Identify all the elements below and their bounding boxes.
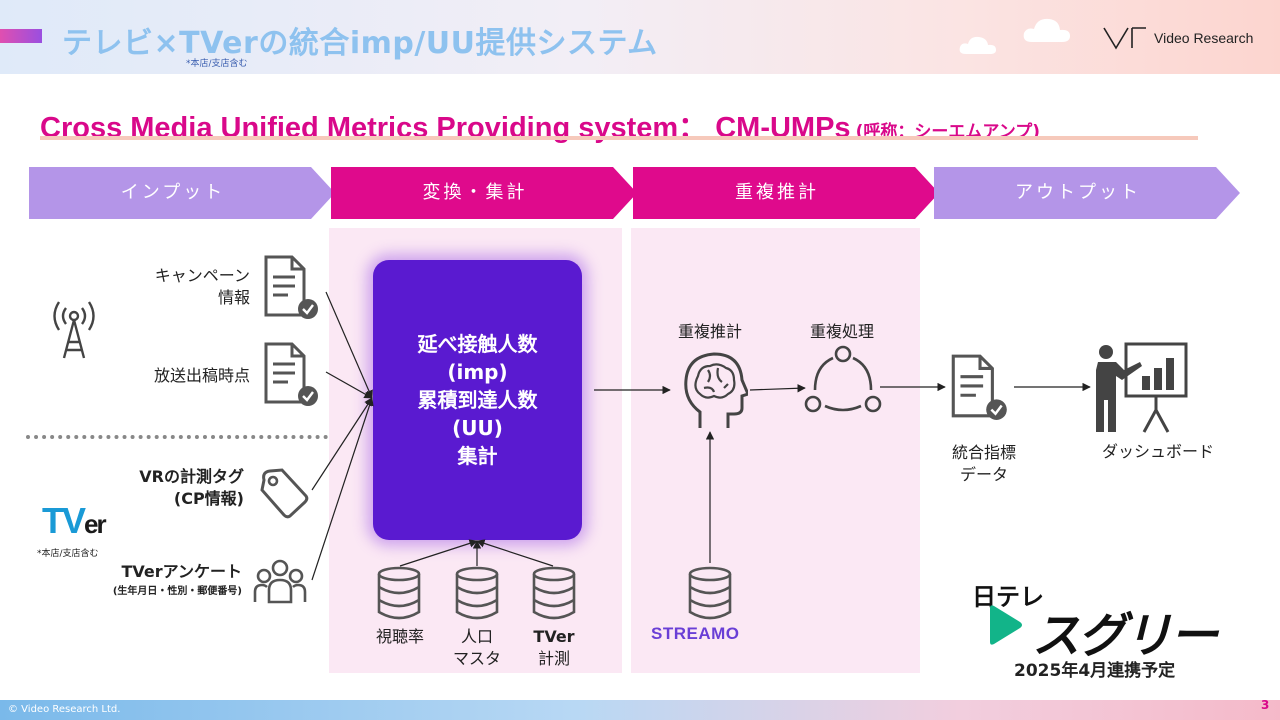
db-label-tver: TVer 計測 — [514, 626, 594, 670]
metrics-label-line: データ — [959, 465, 1008, 484]
copyright: © Video Research Ltd. — [8, 704, 121, 715]
schedule-label: 2025年4月連携予定 — [1014, 661, 1176, 681]
cloud-icon — [1023, 18, 1070, 42]
tver-logo: TVer — [42, 500, 107, 542]
cycle-icon — [804, 345, 882, 413]
people-icon — [253, 559, 307, 604]
page-title: テレビ×TVerの統合imp/UU提供システム — [62, 26, 658, 61]
broadcast-label: 放送出稿時点 — [153, 366, 250, 385]
dashboard-presenter-icon — [1096, 342, 1188, 433]
database-icon — [377, 566, 421, 620]
section-divider — [26, 435, 328, 439]
db-label-rating: 視聴率 — [360, 626, 440, 648]
stage-input: インプット — [29, 167, 337, 219]
metrics-label: 統合指標 データ — [930, 442, 1038, 486]
page-number: 3 — [1261, 698, 1270, 712]
tag-label-line: (CP情報) — [173, 489, 244, 508]
campaign-label-line: 情報 — [217, 288, 250, 307]
tag-label-line: VRの計測タグ — [139, 467, 244, 486]
tver-note: *本店/支店含む — [37, 549, 99, 559]
core-line: 集計 — [457, 444, 498, 468]
db-label-line: TVer — [533, 627, 575, 646]
footer-bar — [0, 700, 1280, 720]
dashboard-label: ダッシュボード — [1101, 442, 1214, 461]
title-note: *本店/支店含む — [186, 59, 248, 69]
core-line: (UU) — [452, 416, 503, 440]
stage-estimate: 重複推計 — [633, 167, 941, 219]
document-check-icon — [264, 342, 318, 406]
db-label-line: 計測 — [537, 649, 570, 668]
tver-logo-er: er — [84, 509, 107, 539]
document-check-icon — [264, 255, 318, 319]
campaign-label-line: キャンペーン — [154, 266, 250, 285]
play-icon — [990, 605, 1022, 645]
document-check-icon — [951, 354, 1007, 420]
db-label-population: 人口 マスタ — [437, 626, 517, 670]
db-label-line: 人口 — [460, 627, 493, 646]
core-line: (imp) — [447, 360, 508, 384]
metrics-label-line: 統合指標 — [951, 443, 1016, 462]
process-label: 重複処理 — [809, 322, 874, 341]
cloud-icon — [959, 36, 996, 54]
streamo-logo: STREAMO — [651, 624, 740, 643]
tver-logo-main: TV — [42, 500, 86, 541]
stage-estimate-label: 重複推計 — [735, 182, 819, 203]
tag-icon — [260, 468, 309, 519]
campaign-label: キャンペーン 情報 — [118, 265, 250, 309]
stage-convert-label: 変換・集計 — [422, 182, 528, 203]
video-research-logo: Video Research — [1102, 26, 1253, 50]
vr-logo-icon — [1103, 27, 1146, 50]
antenna-icon — [53, 301, 95, 359]
stage-output: アウトプット — [934, 167, 1242, 219]
stage-input-label: インプット — [120, 182, 226, 203]
database-icon — [455, 566, 499, 620]
survey-label-line: TVerアンケート — [121, 562, 242, 581]
db-label-line: マスタ — [452, 649, 501, 668]
estimate-panel — [631, 228, 920, 673]
db-label-line: 視聴率 — [375, 627, 424, 646]
brain-icon — [684, 352, 748, 428]
aggregation-box: 延べ接触人数 (imp) 累積到達人数 (UU) 集計 — [373, 260, 582, 540]
core-line: 延べ接触人数 — [417, 332, 538, 356]
survey-label: TVerアンケート (生年月日・性別・郵便番号) — [60, 562, 242, 602]
logo-text: Video Research — [1154, 30, 1254, 46]
core-line: 累積到達人数 — [417, 388, 538, 412]
database-icon — [532, 566, 576, 620]
subtitle-underline — [40, 136, 1198, 140]
tag-label: VRの計測タグ (CP情報) — [96, 466, 244, 510]
survey-label-line: (生年月日・性別・郵便番号) — [112, 586, 242, 597]
header-accent — [0, 29, 42, 43]
stage-output-label: アウトプット — [1015, 182, 1141, 203]
brain-label: 重複推計 — [677, 322, 742, 341]
sugree-logo: スグリー — [1032, 608, 1218, 664]
ntv-logo: 日テレ — [972, 583, 1044, 611]
stage-convert: 変換・集計 — [331, 167, 639, 219]
database-icon — [688, 566, 732, 620]
